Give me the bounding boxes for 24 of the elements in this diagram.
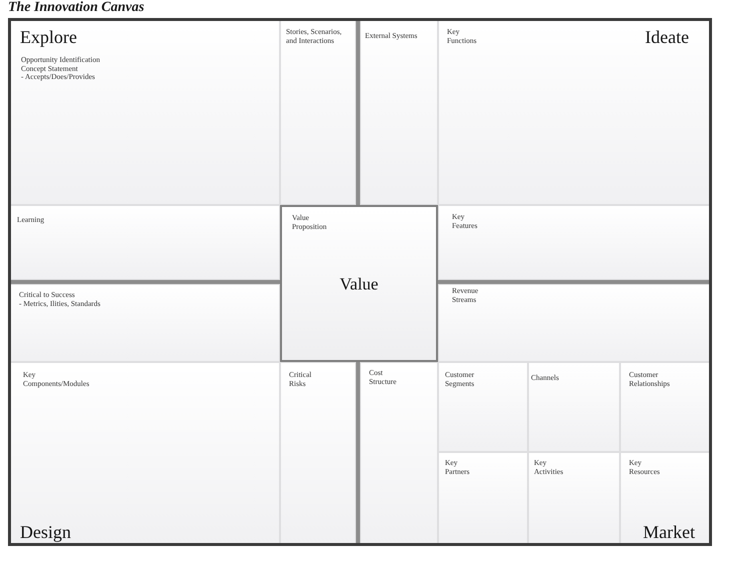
canvas-section: [528, 452, 620, 544]
section-heading: Ideate: [645, 27, 689, 47]
value-heading: Value: [340, 274, 378, 293]
canvas-section: [280, 20, 356, 205]
canvas-section: [10, 284, 280, 362]
section-heading: Explore: [20, 27, 77, 47]
canvas-section: [280, 362, 356, 544]
canvas-section: [438, 362, 528, 452]
canvas-section: [360, 20, 438, 205]
canvas-section: [10, 205, 280, 280]
canvas-section: [528, 362, 620, 452]
value-panel: [280, 205, 438, 362]
canvas-title: The Innovation Canvas: [8, 0, 144, 16]
canvas-section: [620, 362, 710, 452]
canvas-section: [360, 362, 438, 544]
canvas-section: [438, 452, 528, 544]
canvas-section: [620, 452, 710, 544]
section-heading: Design: [20, 522, 71, 542]
section-heading: Market: [643, 522, 695, 542]
canvas-section: [438, 20, 710, 205]
canvas-section: [438, 205, 710, 280]
canvas-section: [10, 20, 280, 205]
canvas-section: [10, 362, 280, 544]
canvas-section: [438, 284, 710, 362]
